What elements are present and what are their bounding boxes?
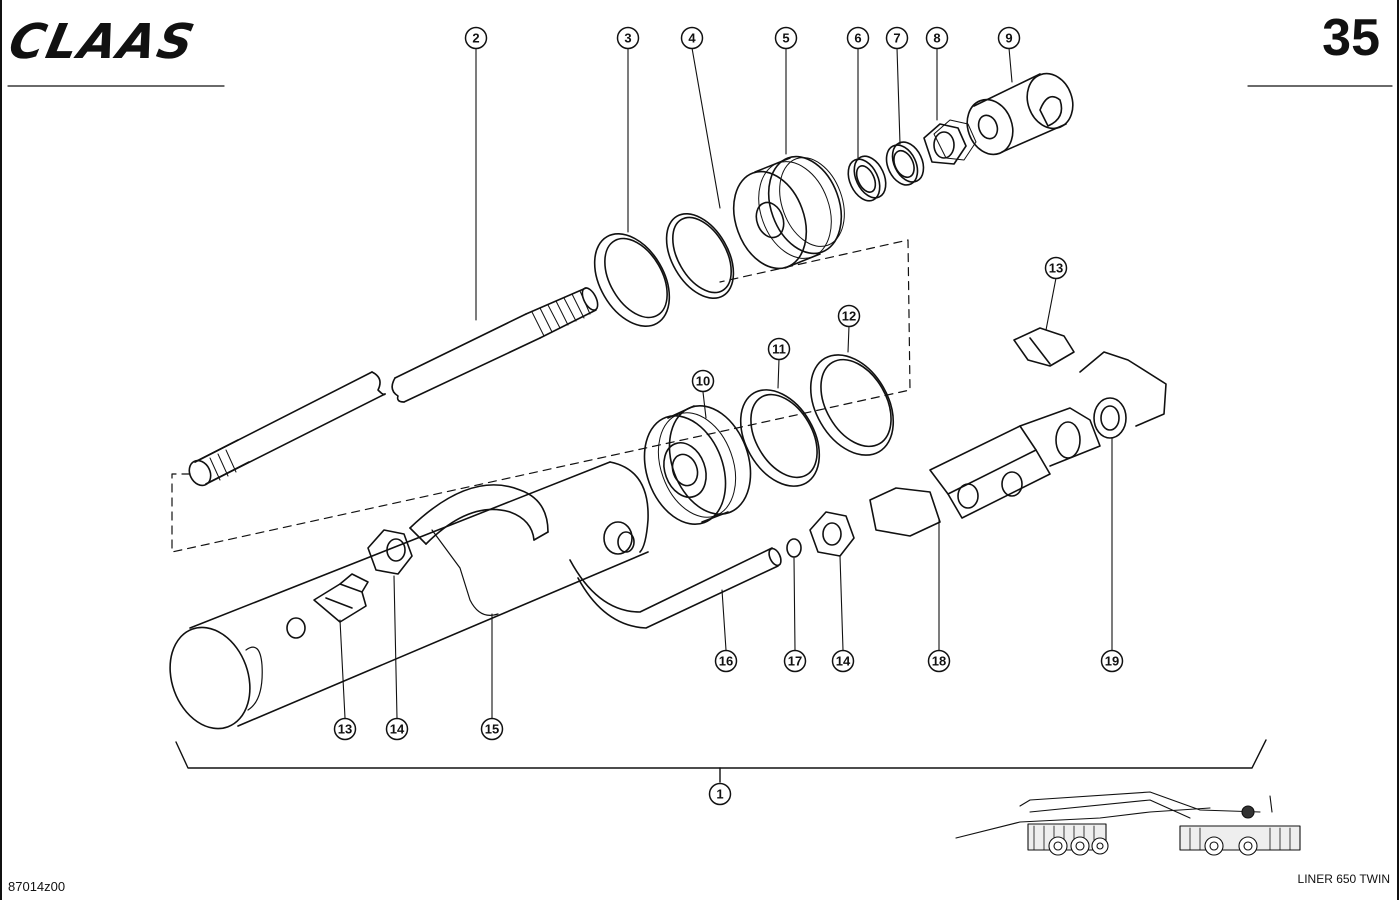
callout-number: 12 bbox=[842, 309, 856, 324]
callout-c12: 12 bbox=[837, 304, 861, 328]
split-ring-4 bbox=[665, 212, 735, 300]
callout-c18: 18 bbox=[927, 649, 951, 673]
ring-7 bbox=[885, 141, 925, 186]
drawing-number: 87014z00 bbox=[8, 879, 66, 894]
hose-15 bbox=[409, 484, 549, 545]
callout-c14b: 14 bbox=[385, 717, 409, 741]
assembly-bracket bbox=[175, 739, 1267, 783]
machine-thumbnail bbox=[955, 791, 1301, 856]
callout-number: 9 bbox=[1005, 31, 1012, 46]
leader-lines bbox=[339, 47, 1113, 719]
callout-number: 13 bbox=[1049, 261, 1063, 276]
callout-number: 14 bbox=[390, 722, 405, 737]
guide-bushing-5 bbox=[732, 155, 845, 270]
seal-ring-3 bbox=[593, 233, 671, 327]
callout-number: 10 bbox=[696, 374, 710, 389]
callout-c3: 3 bbox=[616, 26, 640, 50]
callout-number: 14 bbox=[836, 654, 851, 669]
hose-16 bbox=[569, 547, 782, 629]
callout-c16: 16 bbox=[714, 649, 738, 673]
page-number: 35 bbox=[1322, 9, 1380, 67]
callout-number: 6 bbox=[854, 31, 861, 46]
cylinder-barrel bbox=[169, 461, 649, 730]
seal-ring-12 bbox=[809, 354, 895, 456]
callout-number: 18 bbox=[932, 654, 946, 669]
callout-number: 2 bbox=[472, 31, 479, 46]
union-nut-14-right bbox=[809, 511, 855, 557]
callout-c17: 17 bbox=[783, 649, 807, 673]
fitting-13-left bbox=[313, 573, 369, 623]
callout-c5: 5 bbox=[774, 26, 798, 50]
callout-c6: 6 bbox=[846, 26, 870, 50]
union-nut-14-left bbox=[367, 529, 413, 575]
callout-labels: 2 3 4 5 6 7 8 9 13 12 11 10 16 17 14 18 19 13 14 15 1 bbox=[333, 26, 1124, 806]
callout-number: 15 bbox=[485, 722, 499, 737]
callout-c11: 11 bbox=[767, 337, 791, 361]
piston-10 bbox=[643, 404, 752, 526]
callout-c13b: 13 bbox=[333, 717, 357, 741]
wiper-ring-6 bbox=[847, 155, 887, 202]
callout-number: 17 bbox=[788, 654, 802, 669]
callout-c2: 2 bbox=[464, 26, 488, 50]
callout-number: 8 bbox=[933, 31, 940, 46]
machine-model: LINER 650 TWIN bbox=[1297, 872, 1390, 886]
seal-ring-11 bbox=[739, 389, 821, 487]
assembly-guide-dashed bbox=[171, 239, 911, 553]
elbow-19 bbox=[1079, 351, 1167, 439]
callout-number: 13 bbox=[338, 722, 352, 737]
callout-c10: 10 bbox=[691, 369, 715, 393]
callout-c13a: 13 bbox=[1044, 256, 1068, 280]
callout-number: 5 bbox=[782, 31, 789, 46]
callout-c8: 8 bbox=[925, 26, 949, 50]
callout-c15: 15 bbox=[480, 717, 504, 741]
hex-nut-8 bbox=[923, 119, 977, 165]
piston-rod bbox=[188, 287, 599, 487]
callout-number: 19 bbox=[1105, 654, 1119, 669]
callout-c9: 9 bbox=[997, 26, 1021, 50]
callout-number: 16 bbox=[719, 654, 733, 669]
callout-number: 7 bbox=[893, 31, 900, 46]
callout-c19: 19 bbox=[1100, 649, 1124, 673]
rod-eye-9 bbox=[966, 72, 1074, 156]
callout-c4: 4 bbox=[680, 26, 704, 50]
callout-c14a: 14 bbox=[831, 649, 855, 673]
valve-block-18 bbox=[869, 407, 1101, 537]
callout-c1: 1 bbox=[708, 782, 732, 806]
callout-number: 11 bbox=[772, 342, 786, 357]
callout-c7: 7 bbox=[885, 26, 909, 50]
callout-number: 3 bbox=[624, 31, 631, 46]
nipple-17 bbox=[786, 538, 802, 558]
callout-number: 1 bbox=[716, 787, 723, 802]
callout-number: 4 bbox=[688, 31, 696, 46]
fitting-13-right bbox=[1013, 327, 1075, 367]
